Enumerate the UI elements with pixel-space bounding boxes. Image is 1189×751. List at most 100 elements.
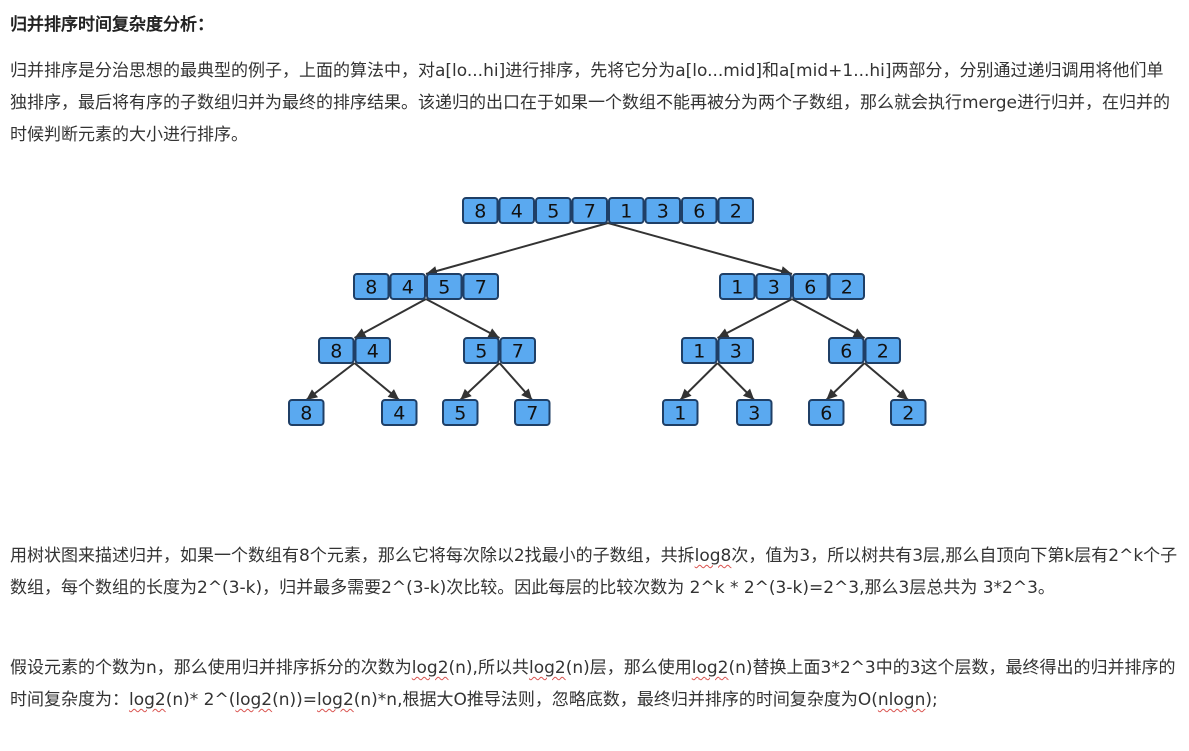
- tree-node-level1: 8 4 5 7: [353, 273, 499, 300]
- array-cell-value: 2: [902, 403, 914, 425]
- tree-node-level3: 4: [381, 399, 418, 426]
- tree-edge: [717, 298, 793, 339]
- array-cell: [462, 197, 499, 224]
- tree-node-level3: 7: [514, 399, 551, 426]
- text-segment: 假设元素的个数为n，那么使用归并排序拆分的次数为: [10, 658, 412, 678]
- array-cell-value: 5: [475, 341, 487, 363]
- array-cell: [828, 337, 865, 364]
- arrow-head: [521, 388, 533, 400]
- array-cell-value: 1: [731, 277, 743, 299]
- array-cell-value: 4: [393, 403, 405, 425]
- array-cell-value: 3: [768, 277, 780, 299]
- complexity-conclusion-paragraph: 假设元素的个数为n，那么使用归并排序拆分的次数为log2(n),所以共log2(…: [10, 652, 1180, 716]
- spellcheck-underlined-word: log2: [691, 658, 729, 678]
- array-cell: [717, 197, 754, 224]
- array-cell: [426, 273, 463, 300]
- array-cell-value: 7: [584, 201, 596, 223]
- spellcheck-underlined-word: log8: [694, 546, 732, 566]
- array-cell-value: 5: [547, 201, 559, 223]
- array-cell: [514, 399, 551, 426]
- array-cell-value: 4: [402, 277, 414, 299]
- arrow-head: [460, 388, 472, 400]
- arrow-head: [852, 328, 865, 338]
- spellcheck-underlined-word: log2: [317, 690, 354, 710]
- tree-explanation-paragraph: 用树状图来描述归并，如果一个数组有8个元素，那么它将每次除以2找最小的子数组，共…: [10, 540, 1180, 604]
- array-cell-value: 6: [820, 403, 832, 425]
- array-cell: [890, 399, 927, 426]
- intro-paragraph: 归并排序是分治思想的最典型的例子，上面的算法中，对a[lo...hi]进行排序，…: [10, 61, 1170, 145]
- array-cell: [389, 273, 426, 300]
- array-cell-value: 7: [512, 341, 524, 363]
- text-segment: (n)层，那么使用: [565, 658, 692, 678]
- array-cell-value: 1: [620, 201, 632, 223]
- array-cell-value: 4: [367, 341, 379, 363]
- arrow-head: [826, 388, 838, 400]
- array-cell: [499, 337, 536, 364]
- tree-edge: [791, 298, 865, 339]
- spellcheck-underlined-word: log2: [411, 658, 449, 678]
- array-cell: [792, 273, 829, 300]
- tree-edges: [305, 222, 909, 401]
- array-cell-value: 6: [840, 341, 852, 363]
- array-cell-value: 2: [841, 277, 853, 299]
- array-cell-value: 7: [475, 277, 487, 299]
- array-cell-value: 7: [526, 403, 538, 425]
- spellcheck-underlined-word: log2: [235, 690, 273, 710]
- tree-edge: [607, 222, 793, 275]
- array-cell: [442, 399, 479, 426]
- array-cell-value: 5: [438, 277, 450, 299]
- tree-node-level3: 1: [662, 399, 699, 426]
- array-cell: [354, 337, 391, 364]
- array-cell-value: 1: [674, 403, 686, 425]
- array-cell-value: 8: [330, 341, 342, 363]
- tree-node-level3: 2: [890, 399, 927, 426]
- text-segment: (n)* 2^(: [165, 690, 236, 710]
- array-cell: [828, 273, 865, 300]
- array-cell-value: 8: [474, 201, 486, 223]
- array-cell: [462, 273, 499, 300]
- tree-node-level3: 6: [808, 399, 845, 426]
- array-cell: [755, 273, 792, 300]
- array-cell: [681, 197, 718, 224]
- text-segment: (n),所以共: [448, 658, 529, 678]
- text-segment: );: [925, 690, 938, 710]
- array-cell: [318, 337, 355, 364]
- array-cell: [736, 399, 773, 426]
- tree-node-level3: 3: [736, 399, 773, 426]
- array-cell-value: 1: [693, 341, 705, 363]
- arrow-head: [896, 389, 909, 400]
- tree-node-level3: 8: [288, 399, 325, 426]
- array-cell: [498, 197, 535, 224]
- array-cell-value: 6: [693, 201, 705, 223]
- text-segment: 用树状图来描述归并，如果一个数组有8个元素，那么它将每次除以2找最小的子数组，共…: [10, 546, 695, 566]
- text-segment: (n))=: [272, 690, 318, 710]
- array-cell-value: 4: [511, 201, 523, 223]
- array-cell-value: 3: [730, 341, 742, 363]
- arrow-head: [717, 328, 730, 338]
- array-cell: [463, 337, 500, 364]
- array-cell: [719, 273, 756, 300]
- array-cell-value: 2: [877, 341, 889, 363]
- tree-node-level3: 5: [442, 399, 479, 426]
- arrow-head: [680, 388, 692, 400]
- text-segment: 次，值为3，所以树共有3层,那么自顶向下第k层有2^k个子数组，每个数组的长度为…: [10, 546, 1178, 598]
- tree-edge: [354, 298, 427, 339]
- array-cell-value: 6: [804, 277, 816, 299]
- array-cell: [662, 399, 699, 426]
- array-cell-value: 5: [454, 403, 466, 425]
- text-segment: (n)*n,根据大O推导法则，忽略底数，最终归并排序的时间复杂度为O(: [353, 690, 878, 710]
- tree-edge: [425, 298, 500, 339]
- array-cell: [353, 273, 390, 300]
- text-segment: (n)替换上面3*2^3中的3这个层数，最终得出的归并排序的时间复杂度为：: [10, 658, 1176, 710]
- array-cell-value: 3: [748, 403, 760, 425]
- array-cell-value: 8: [365, 277, 377, 299]
- array-cell: [644, 197, 681, 224]
- spellcheck-underlined-word: nlogn: [877, 690, 926, 710]
- array-cell: [571, 197, 608, 224]
